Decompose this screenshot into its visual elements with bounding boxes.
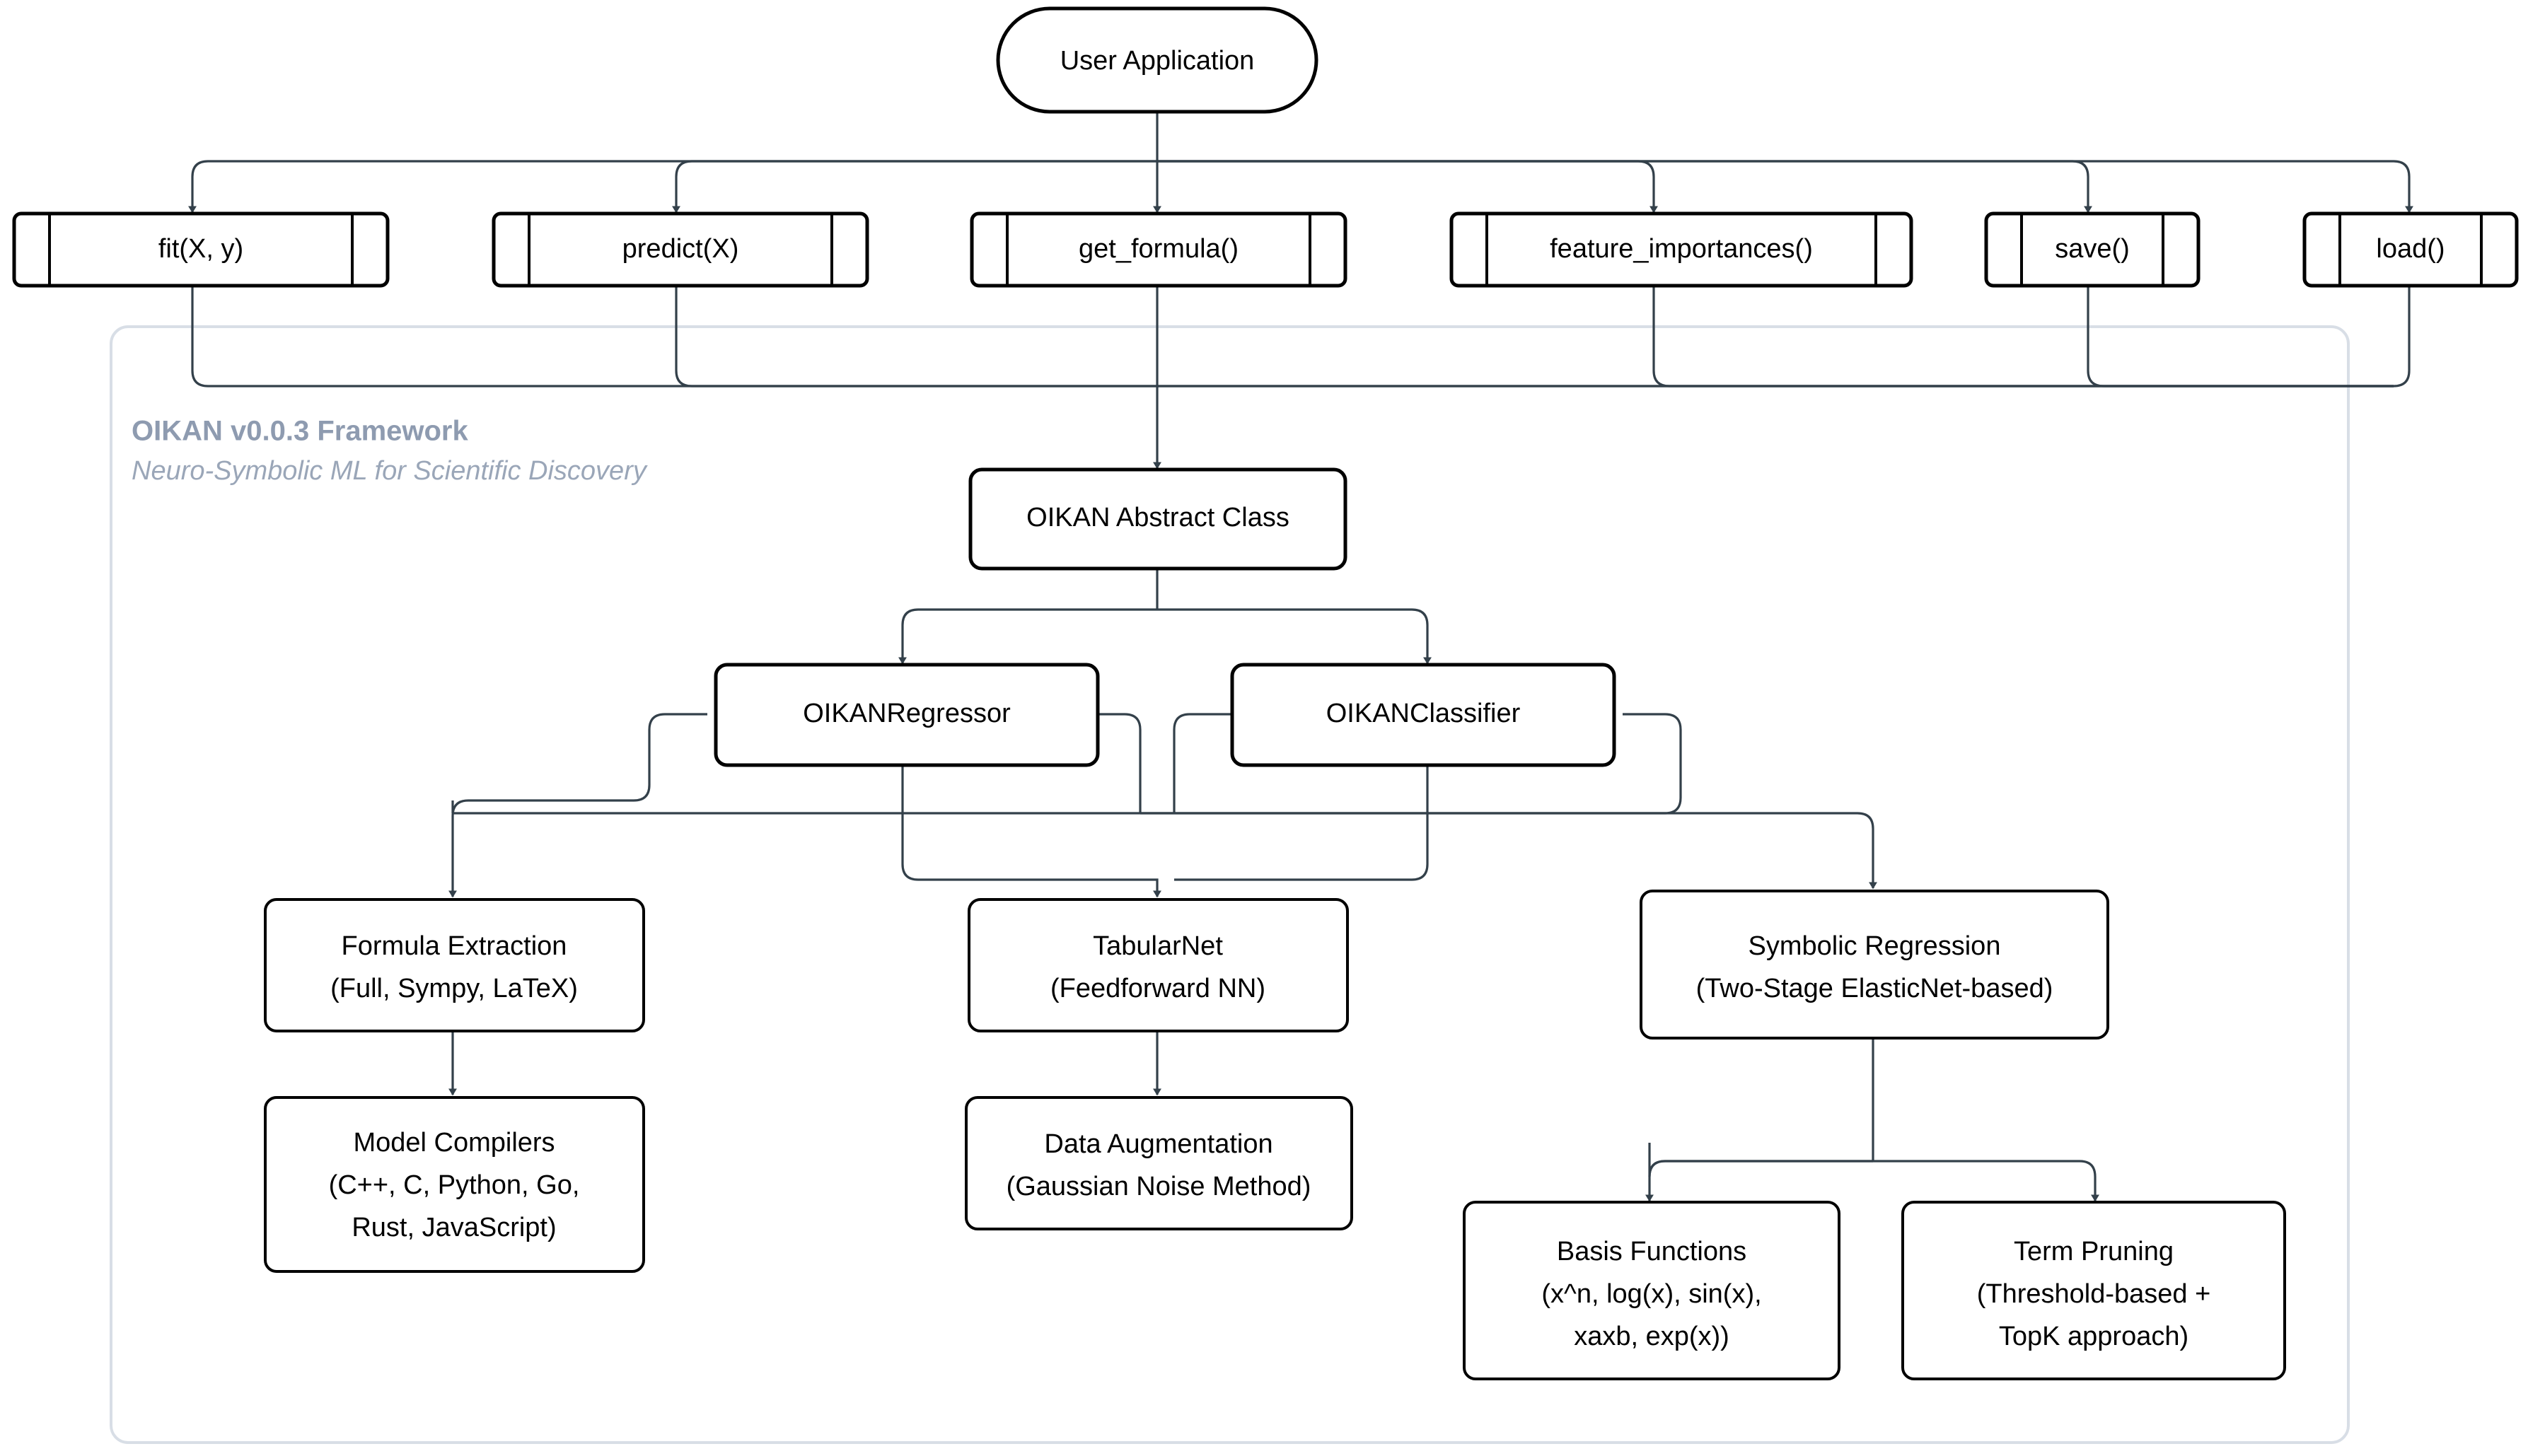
node-symbolic-regression-line2: (Two-Stage ElasticNet-based) (1696, 974, 2053, 1003)
edge-bus-save (1157, 160, 2092, 214)
node-oikan-abstract-class[interactable]: OIKAN Abstract Class (968, 467, 1347, 571)
edge-predict-to-abstract (675, 286, 2394, 388)
edge-bus-load (1157, 160, 2413, 214)
node-predict-label: predict(X) (622, 234, 739, 264)
node-tabular-net-line2: (Feedforward NN) (1050, 974, 1265, 1003)
node-formula-extraction-line1: Formula Extraction (342, 931, 567, 961)
node-oikan-regressor[interactable]: OIKANRegressor (714, 663, 1100, 767)
node-term-pruning-line2: (Threshold-based + (1977, 1279, 2211, 1309)
node-save[interactable]: save() (1984, 211, 2201, 288)
node-tabular-net-line1: TabularNet (1093, 931, 1223, 961)
node-basis-functions[interactable]: Basis Functions (x^n, log(x), sin(x), xa… (1463, 1201, 1840, 1380)
node-basis-functions-line3: xaxb, exp(x)) (1574, 1322, 1729, 1351)
node-load[interactable]: load() (2302, 211, 2519, 288)
node-user-application[interactable]: User Application (996, 6, 1318, 114)
edge-load-to-abstract (2393, 286, 2411, 388)
node-oikan-abstract-class-label: OIKAN Abstract Class (1026, 503, 1289, 532)
edge-regressor-to-tabularnet (901, 765, 1161, 898)
node-feature-importances-label: feature_importances() (1550, 234, 1813, 264)
node-oikan-classifier-label: OIKANClassifier (1326, 699, 1521, 728)
node-term-pruning[interactable]: Term Pruning (Threshold-based + TopK app… (1901, 1201, 2286, 1380)
node-user-application-label: User Application (1060, 46, 1255, 76)
node-symbolic-regression-line1: Symbolic Regression (1749, 931, 2001, 961)
edge-save-to-abstract (2087, 286, 2394, 388)
node-fit-label: fit(X, y) (158, 234, 243, 264)
node-load-label: load() (2376, 234, 2445, 264)
node-feature-importances[interactable]: feature_importances() (1449, 211, 1913, 288)
edge-abstract-to-regressor (898, 608, 1157, 665)
edge-featimp-to-abstract (1652, 286, 2394, 388)
node-formula-extraction[interactable]: Formula Extraction (Full, Sympy, LaTeX) (264, 898, 645, 1032)
edge-bus-featimp (1157, 160, 1658, 214)
edge-symbolic-to-basis-arrow (1645, 1160, 1873, 1202)
node-model-compilers-line2: (C++, C, Python, Go, (329, 1170, 580, 1200)
edge-regressor-to-symbolic (1098, 713, 1142, 813)
node-term-pruning-line3: TopK approach) (1999, 1322, 2188, 1351)
node-model-compilers[interactable]: Model Compilers (C++, C, Python, Go, Rus… (264, 1096, 645, 1273)
node-data-augmentation-line2: (Gaussian Noise Method) (1007, 1172, 1311, 1201)
node-model-compilers-line3: Rust, JavaScript) (352, 1213, 556, 1242)
node-data-augmentation-line1: Data Augmentation (1044, 1129, 1272, 1159)
node-tabular-net[interactable]: TabularNet (Feedforward NN) (968, 898, 1349, 1032)
edge-bus-to-symbolic (453, 812, 1877, 890)
node-get-formula-label: get_formula() (1079, 234, 1239, 264)
node-data-augmentation[interactable]: Data Augmentation (Gaussian Noise Method… (965, 1096, 1353, 1230)
edge-classifier-left-out (1173, 713, 1232, 813)
edge-classifier-to-tabularnet (1174, 765, 1429, 881)
node-predict[interactable]: predict(X) (492, 211, 869, 288)
edge-bus-left (188, 160, 1157, 214)
edge-abstract-to-classifier (1157, 608, 1432, 665)
cluster-title: OIKAN v0.0.3 Framework (132, 416, 468, 447)
cluster-subtitle: Neuro-Symbolic ML for Scientific Discove… (132, 456, 648, 486)
framework-cluster (110, 325, 2350, 1444)
edge-fit-to-abstract (191, 286, 2394, 388)
node-get-formula[interactable]: get_formula() (970, 211, 1347, 288)
node-oikan-regressor-label: OIKANRegressor (803, 699, 1011, 728)
edge-regressor-to-formula (448, 713, 707, 898)
edge-symbolic-to-pruning (1873, 1160, 2099, 1202)
node-save-label: save() (2055, 234, 2130, 264)
node-basis-functions-line2: (x^n, log(x), sin(x), (1541, 1279, 1761, 1309)
node-model-compilers-line1: Model Compilers (353, 1128, 555, 1158)
edge-bus-predict (672, 160, 1157, 214)
node-oikan-classifier[interactable]: OIKANClassifier (1230, 663, 1616, 767)
node-fit[interactable]: fit(X, y) (12, 211, 390, 288)
node-symbolic-regression[interactable]: Symbolic Regression (Two-Stage ElasticNe… (1640, 890, 2109, 1039)
node-term-pruning-line1: Term Pruning (2014, 1237, 2174, 1266)
node-basis-functions-line1: Basis Functions (1557, 1237, 1746, 1266)
node-formula-extraction-line2: (Full, Sympy, LaTeX) (330, 974, 578, 1003)
